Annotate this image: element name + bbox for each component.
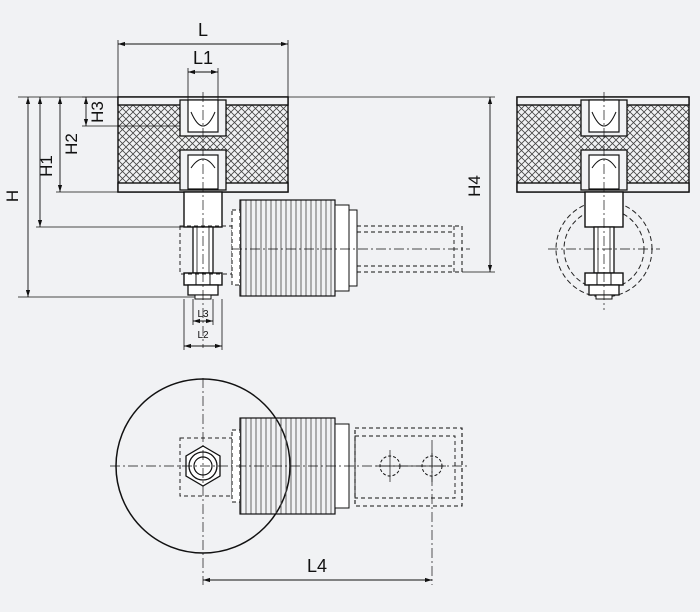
- top-dimensions: L4: [203, 556, 432, 583]
- side-view: [516, 92, 690, 310]
- dim-L: L: [198, 20, 208, 40]
- front-dimensions: L L1 H3 H2 H1 H H4 L3: [3, 20, 495, 350]
- top-view: [110, 378, 470, 585]
- dim-L1: L1: [193, 48, 213, 68]
- dim-H2: H2: [62, 133, 81, 155]
- front-view: [117, 92, 470, 348]
- dim-H: H: [3, 190, 22, 202]
- dim-L2: L2: [197, 330, 209, 341]
- top-extension-block: [354, 427, 463, 507]
- dim-H4: H4: [465, 175, 484, 197]
- dim-L4: L4: [307, 556, 327, 576]
- dim-L3: L3: [197, 309, 209, 320]
- front-bellows: [239, 199, 336, 297]
- dim-H3: H3: [88, 101, 107, 123]
- dim-H1: H1: [37, 155, 56, 177]
